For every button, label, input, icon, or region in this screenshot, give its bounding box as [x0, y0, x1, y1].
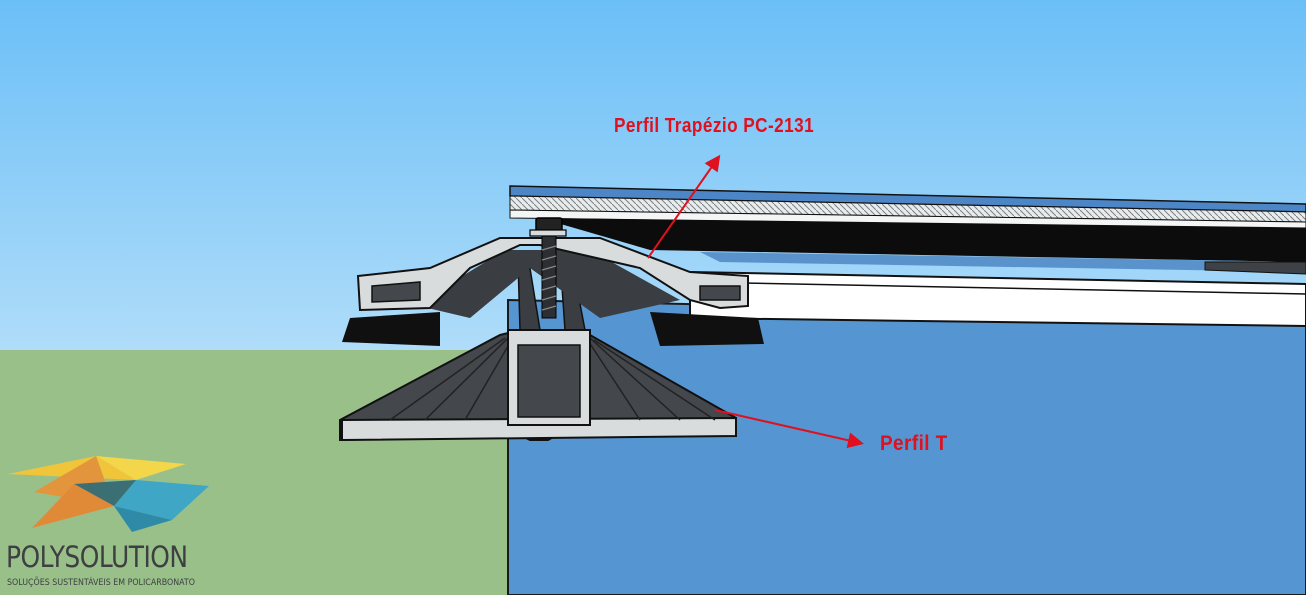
- perfil-t-callout-arrow: [714, 409, 864, 449]
- callout-perfil-trapezio: Perfil Trapézio PC-2131: [614, 115, 815, 137]
- perfil-trapezio-profile: [342, 217, 764, 346]
- brand-name: POLYSOLUTION: [6, 540, 188, 574]
- polycarbonate-sheet: [509, 185, 1306, 328]
- brand-tagline: SOLUÇÕES SUSTENTÁVEIS EM POLICARBONATO: [7, 578, 195, 588]
- polysolution-logo-mark: [8, 456, 209, 532]
- perfil-t-profile: [339, 254, 737, 442]
- trapezio-callout-arrow: [647, 154, 721, 259]
- callout-perfil-t: Perfil T: [880, 432, 948, 455]
